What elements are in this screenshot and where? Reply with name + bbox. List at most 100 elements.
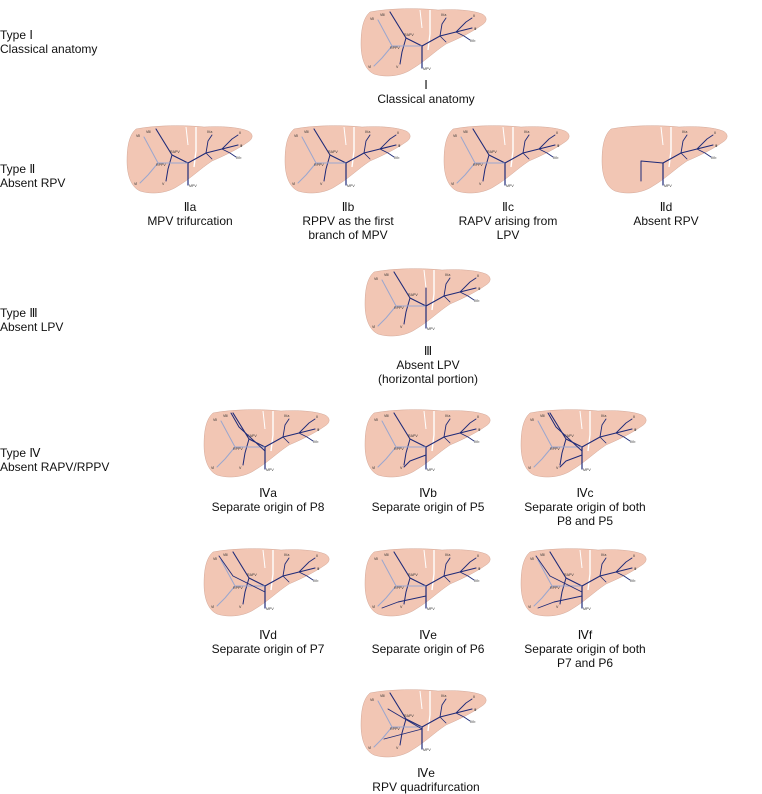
segment-label: Ⅱ [397,131,399,135]
p3-branch [615,571,631,581]
segment-label: RAPV [404,714,414,718]
lpv-branch [504,144,556,164]
segment-label: Ⅳa [601,414,606,418]
caption-l1: Separate origin of both [524,642,646,656]
segment-label: RAPV [404,33,414,37]
p8-separate [230,412,266,452]
liver-outline [203,548,330,617]
caption-code: Ⅰ [424,78,428,92]
p4b-branch [205,152,213,160]
p3-branch [459,571,475,581]
segment-label: Ⅱ [477,554,479,558]
segment-label: Ⅴ [400,466,403,470]
p4-branch [443,557,451,577]
p2-branch [459,418,477,434]
liver-outline [364,548,491,617]
segment-label: Ⅳa [207,130,212,134]
p3-branch [538,148,554,158]
segment-label: Ⅶ [453,134,458,138]
p6-separate [381,595,427,609]
segment-label: Ⅲ [240,144,243,148]
segment-label: Ⅱ [556,131,558,135]
lpv-branch [421,708,473,728]
segment-label: RAPV [247,573,257,577]
segment-label: Ⅵ [372,605,376,609]
segment-label: Ⅶ [374,557,379,561]
rapv-p5 [403,438,411,466]
caption-l2: branch of MPV [308,228,388,242]
rppv-p6 [373,45,393,67]
fissure [510,127,514,168]
fissure [660,126,664,146]
segment-label: Ⅱ [633,554,635,558]
rppv-p6 [533,585,553,607]
segment-label: RPPV [394,306,404,310]
segment-label: Ⅲ [557,144,560,148]
p3-branch [298,571,314,581]
lpv-branch [264,428,316,448]
segment-label: Ⅲ [317,428,320,432]
rppv-p6 [533,446,553,468]
segment-label: RAPV [170,150,180,154]
caption-code: Ⅳe [419,628,437,642]
segment-label: RAPV [408,293,418,297]
segment-label: MPV [266,607,274,611]
lpv-branch [421,27,473,47]
segment-label: Ⅱ [239,131,241,135]
segment-label: Ⅱ [473,14,475,18]
segment-label: RPPV [314,163,324,167]
rapv-p5 [482,154,490,182]
rapv-p5 [323,154,331,182]
segment-label: Ⅵ [368,746,372,750]
segment-label: Ⅳa [601,553,606,557]
p4-branch [205,134,213,154]
p3-branch [379,148,395,158]
fissure [431,270,435,311]
lpv-branch [425,428,477,448]
p4-branch [282,418,290,438]
segment-label: RAPV [564,434,574,438]
segment-label: Ⅳb [313,579,318,583]
rppv-p6 [456,162,476,184]
fissure [185,126,189,146]
p4b-branch [443,436,451,444]
caption-l1: Separate origin of P8 [211,500,325,514]
quad-branch [383,728,423,740]
segment-label: Ⅶ [530,418,535,422]
lpv-branch [581,567,633,587]
liver-outline [364,268,491,337]
segment-label: Ⅳb [470,39,475,43]
rapv-p5 [559,438,567,466]
fissure [427,691,431,732]
segment-label: Ⅲ [474,27,477,31]
p4b-branch [443,575,451,583]
caption-code: Ⅳd [259,628,277,642]
segment-label: Ⅵ [211,466,215,470]
fissure [579,410,583,430]
segment-label: Ⅳb [630,579,635,583]
fissure [270,550,274,591]
caption-code: Ⅳb [419,486,437,500]
segment-label: Ⅶ [374,418,379,422]
segment-label: Ⅶ [294,134,299,138]
caption-l1: Separate origin of P7 [211,642,325,656]
p4-branch [443,418,451,438]
p4-branch [282,557,290,577]
caption-l1: Separate origin of both [524,500,646,514]
p2-branch [459,557,477,573]
caption-l2: P7 and P6 [556,656,614,670]
segment-label: Ⅷ [463,130,468,134]
segment-label: Ⅱ [473,695,475,699]
p4b-branch [282,436,290,444]
fissure [419,9,423,29]
